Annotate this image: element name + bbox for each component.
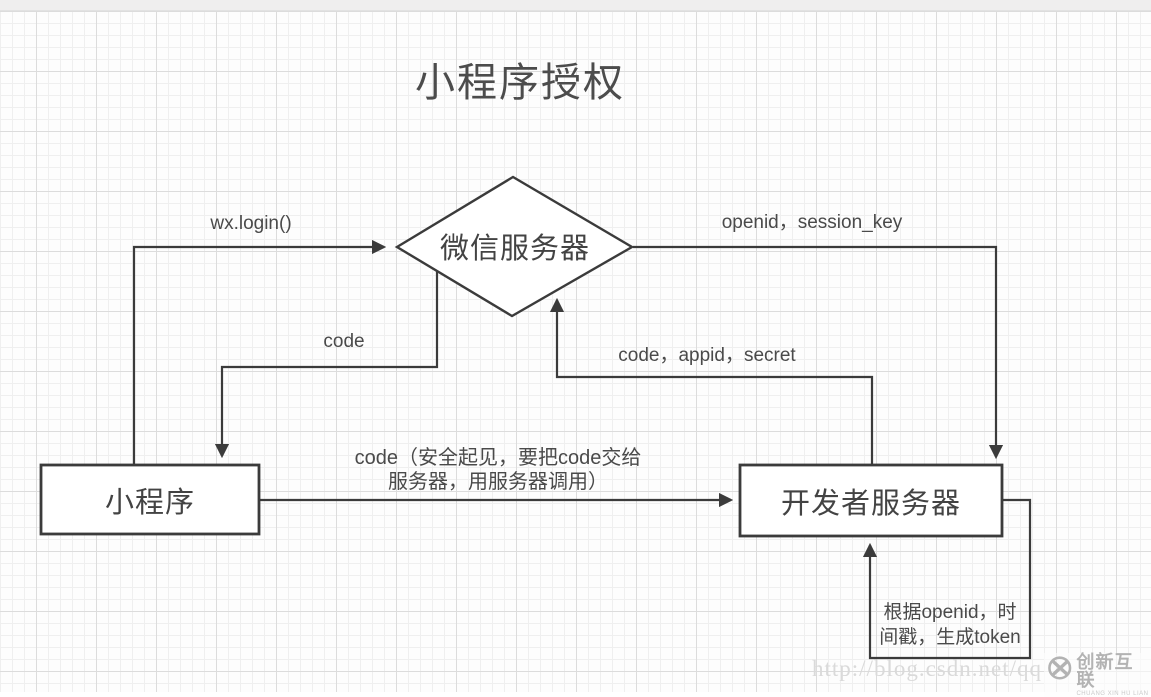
watermark-url: http://blog.csdn.net/qq bbox=[812, 656, 1042, 681]
edge-code-appid-secret bbox=[549, 297, 874, 465]
page-title: 小程序授权 bbox=[415, 61, 625, 105]
mini-program-label: 小程序 bbox=[104, 486, 195, 519]
edge-label-openid-session-key: openid，session_key bbox=[721, 212, 903, 233]
edge-openid-session-key bbox=[633, 245, 1004, 460]
edge-label-code-note: code（安全起见，要把code交给 服务器，用服务器调用） bbox=[354, 447, 642, 493]
developer-server-box bbox=[738, 463, 1004, 538]
wechat-server-label: 微信服务器 bbox=[439, 233, 590, 265]
edge-label-token-note: 根据openid，时 间戳，生成token bbox=[879, 602, 1021, 648]
edge-wx-login bbox=[132, 239, 387, 465]
edge-label-code-appid-secret: code，appid，secret bbox=[618, 345, 796, 366]
wechat-server-diamond bbox=[394, 175, 635, 318]
top-strip bbox=[0, 0, 1151, 11]
edge-label-wx-login: wx.login() bbox=[210, 213, 292, 234]
developer-server-label: 开发者服务器 bbox=[780, 487, 961, 520]
mini-program-box bbox=[39, 463, 261, 536]
edge-label-code: code bbox=[323, 331, 365, 352]
brand-logo: 创新互联 CHUANG XIN HU LIAN bbox=[1044, 653, 1151, 697]
logo-text: 创新互联 bbox=[1076, 652, 1134, 690]
logo-circle-x-icon bbox=[1048, 656, 1072, 680]
edge-code-return bbox=[214, 271, 439, 459]
edge-token-loop bbox=[862, 498, 1032, 660]
